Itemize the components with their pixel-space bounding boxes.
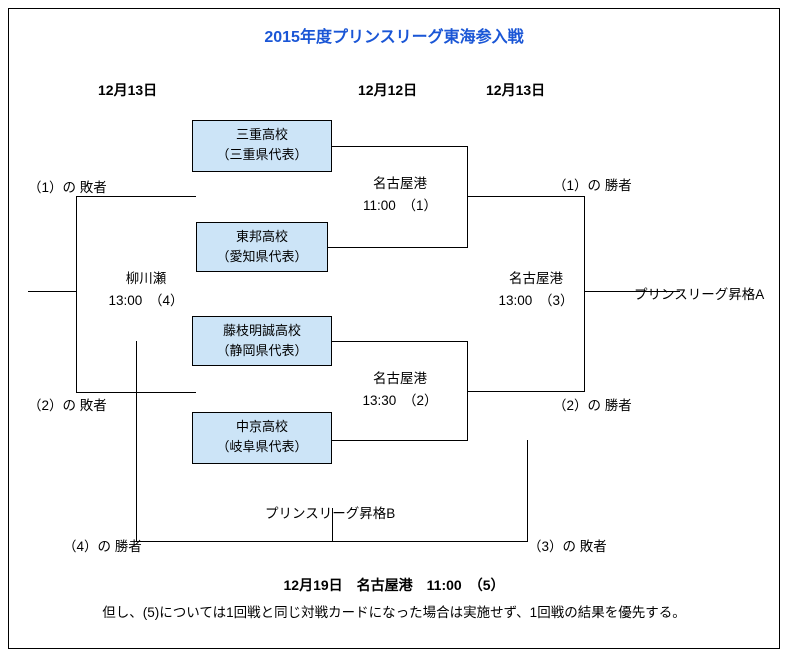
team-region: （岐阜県代表） (216, 439, 308, 454)
label-match2-winner: （2）の 勝者 (553, 398, 632, 413)
bracket-line-chukyo-to-match2 (332, 440, 468, 441)
label-match2-loser: （2）の 敗者 (28, 398, 107, 413)
bracket-line-loser1-to-match4 (76, 196, 196, 197)
match-label-3: 名古屋港 13:00 （3） (466, 268, 606, 312)
match-venue: 柳川瀬 (125, 271, 167, 286)
match-venue: 名古屋港 (373, 371, 427, 386)
bracket-line-match1-winner (467, 196, 585, 197)
match-time: 13:30 （2） (362, 393, 438, 408)
team-box-chukyo: 中京高校 （岐阜県代表） (192, 412, 332, 464)
team-region: （三重県代表） (216, 147, 308, 162)
team-box-toho: 東邦高校 （愛知県代表） (196, 222, 328, 272)
match-label-4: 柳川瀬 13:00 （4） (76, 268, 216, 312)
match-time: 11:00 （1） (362, 198, 438, 213)
match-time: 13:00 （3） (498, 293, 574, 308)
date-header-round1-right: 12月12日 (358, 82, 418, 98)
team-region: （静岡県代表） (216, 343, 308, 358)
team-name: 東邦高校 (235, 229, 288, 244)
match-time: 13:00 （4） (108, 293, 184, 308)
bracket-line-match5-output (332, 508, 333, 541)
team-name: 三重高校 (235, 127, 288, 142)
team-name: 中京高校 (235, 419, 288, 434)
bracket-line-match3-loser-down (527, 440, 528, 541)
label-match3-loser: （3）の 敗者 (528, 539, 607, 554)
team-box-mie: 三重高校 （三重県代表） (192, 120, 332, 172)
bracket-line-match4-winner-down (136, 341, 137, 541)
match-venue: 名古屋港 (509, 271, 563, 286)
team-region: （愛知県代表） (216, 249, 308, 264)
team-name: 藤枝明誠高校 (222, 323, 301, 338)
bracket-line-toho-to-match1 (328, 247, 468, 248)
match-label-1: 名古屋港 11:00 （1） (330, 173, 470, 217)
bracket-line-mie-to-match1 (332, 146, 468, 147)
page-title: 2015年度プリンスリーグ東海参入戦 (264, 29, 524, 46)
label-match1-winner: （1）の 勝者 (553, 178, 632, 193)
team-box-fujieda-meisei: 藤枝明誠高校 （静岡県代表） (192, 316, 332, 366)
bracket-line-match3-winner (584, 291, 680, 292)
label-match4-winner: （4）の 勝者 (63, 539, 142, 554)
diagram-border (8, 8, 780, 649)
bracket-join-match4 (76, 196, 77, 393)
label-promotion-b: プリンスリーグ昇格B (265, 506, 396, 521)
footer-note: 但し、(5)については1回戦と同じ対戦カードになった場合は実施せず、1回戦の結果… (102, 605, 686, 620)
match-label-2: 名古屋港 13:30 （2） (330, 368, 470, 412)
bracket-line-match2-winner (467, 391, 585, 392)
label-match1-loser: （1）の 敗者 (28, 180, 107, 195)
bracket-line-fujieda-to-match2 (332, 341, 468, 342)
date-header-round1-left: 12月13日 (98, 82, 158, 98)
bracket-line-match5 (136, 541, 528, 542)
bracket-join-match1 (467, 146, 468, 248)
date-header-final: 12月13日 (486, 82, 546, 98)
footer-match5-info: 12月19日 名古屋港 11:00 （5） (283, 577, 505, 593)
bracket-join-match3 (584, 196, 585, 392)
bracket-line-match4-winner (28, 291, 77, 292)
label-promotion-a: プリンスリーグ昇格A (634, 287, 765, 302)
match-venue: 名古屋港 (373, 176, 427, 191)
